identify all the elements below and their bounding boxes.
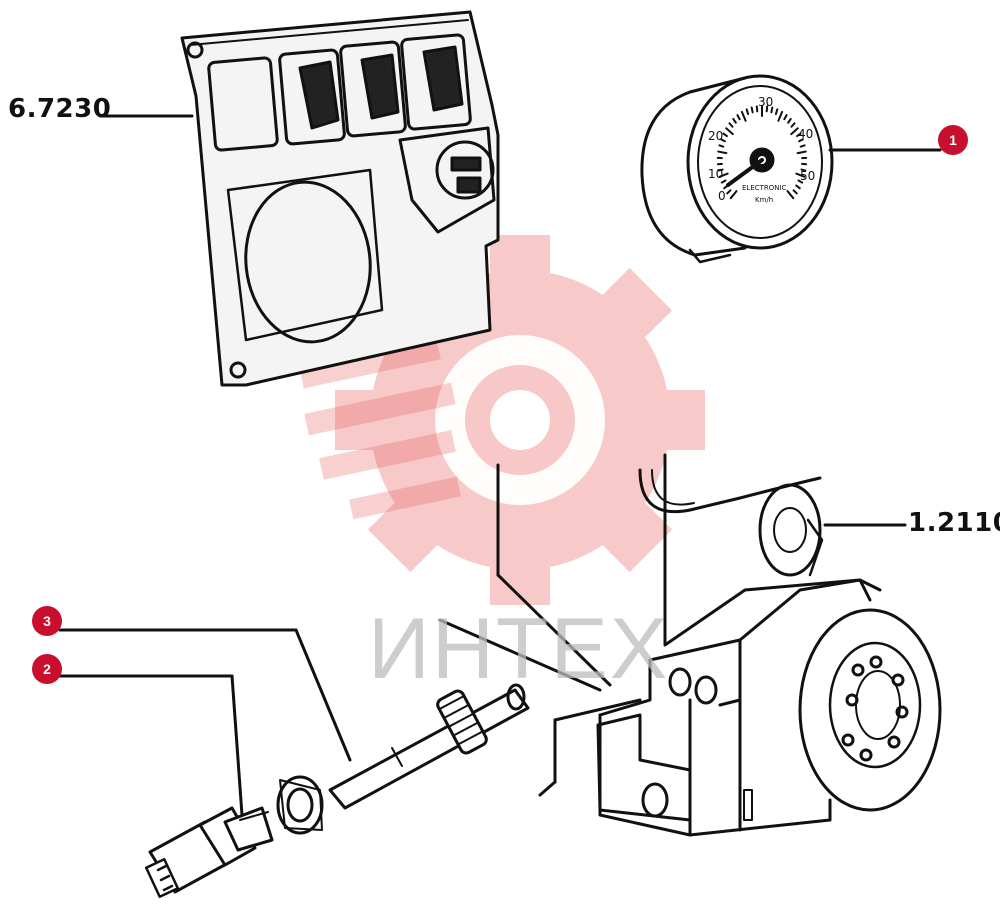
engine-housing <box>438 453 942 837</box>
reference-label-6-7230: 6.7230 <box>8 94 112 124</box>
gear-tooth <box>645 390 705 450</box>
dash-panel <box>98 10 500 387</box>
gauge-tick <box>792 189 798 195</box>
gauge-brand-text: ELECTRONIC <box>742 184 787 192</box>
gauge-tick <box>722 132 728 138</box>
callout-badge-3[interactable]: 3 <box>32 606 62 636</box>
gauge-tick <box>732 117 737 124</box>
gauge-tick <box>736 114 741 121</box>
gauge-tick <box>790 122 796 128</box>
gauge-tick <box>800 168 807 172</box>
gauge-mark-0: 0 <box>718 189 726 203</box>
gauge-tick <box>745 108 750 116</box>
gauge-tick <box>796 132 802 138</box>
gauge-mark-40: 40 <box>798 127 813 141</box>
gauge-mark-50: 50 <box>800 169 815 183</box>
gauge-mark-30: 30 <box>758 95 773 109</box>
gauge-tick <box>725 127 734 136</box>
sender-connector <box>58 674 274 898</box>
drive-shaft <box>58 628 530 835</box>
gauge-tick <box>720 138 726 143</box>
callout-badge-1[interactable]: 1 <box>938 125 968 155</box>
gauge-tick <box>717 150 728 155</box>
gauge-tick <box>750 106 754 114</box>
gauge-tick <box>777 110 784 122</box>
gauge-tick <box>718 144 725 148</box>
gauge-unit-text: Km/h <box>755 196 773 204</box>
gauge-tick <box>740 110 747 122</box>
gauge-tick <box>787 117 792 124</box>
gauge-tick <box>774 108 779 116</box>
gauge-tick <box>795 184 801 190</box>
gear-tooth <box>335 390 395 450</box>
gauge-tick <box>790 127 799 136</box>
gauge-tick <box>720 179 727 184</box>
gauge-mark-10: 10 <box>708 167 723 181</box>
gauge-tick <box>718 172 729 178</box>
gauge-tick <box>798 138 804 143</box>
gear-tooth <box>490 235 550 295</box>
gauge-tick <box>717 168 724 172</box>
gauge-mark-20: 20 <box>708 129 723 143</box>
gauge-tick <box>796 150 807 155</box>
gauge-tick <box>729 190 738 200</box>
gauge-tick <box>783 114 788 121</box>
gauge-tick <box>795 172 806 178</box>
gauge-tick <box>726 189 732 195</box>
gauge-tick <box>770 106 774 114</box>
gauge-tick <box>799 144 806 148</box>
speedometer <box>640 74 942 264</box>
watermark-text: ИНТЕХ <box>368 601 670 697</box>
gauge-tick <box>786 190 795 200</box>
callout-badge-2[interactable]: 2 <box>32 654 62 684</box>
gauge-tick <box>728 122 734 128</box>
gauge-tick <box>797 179 804 184</box>
